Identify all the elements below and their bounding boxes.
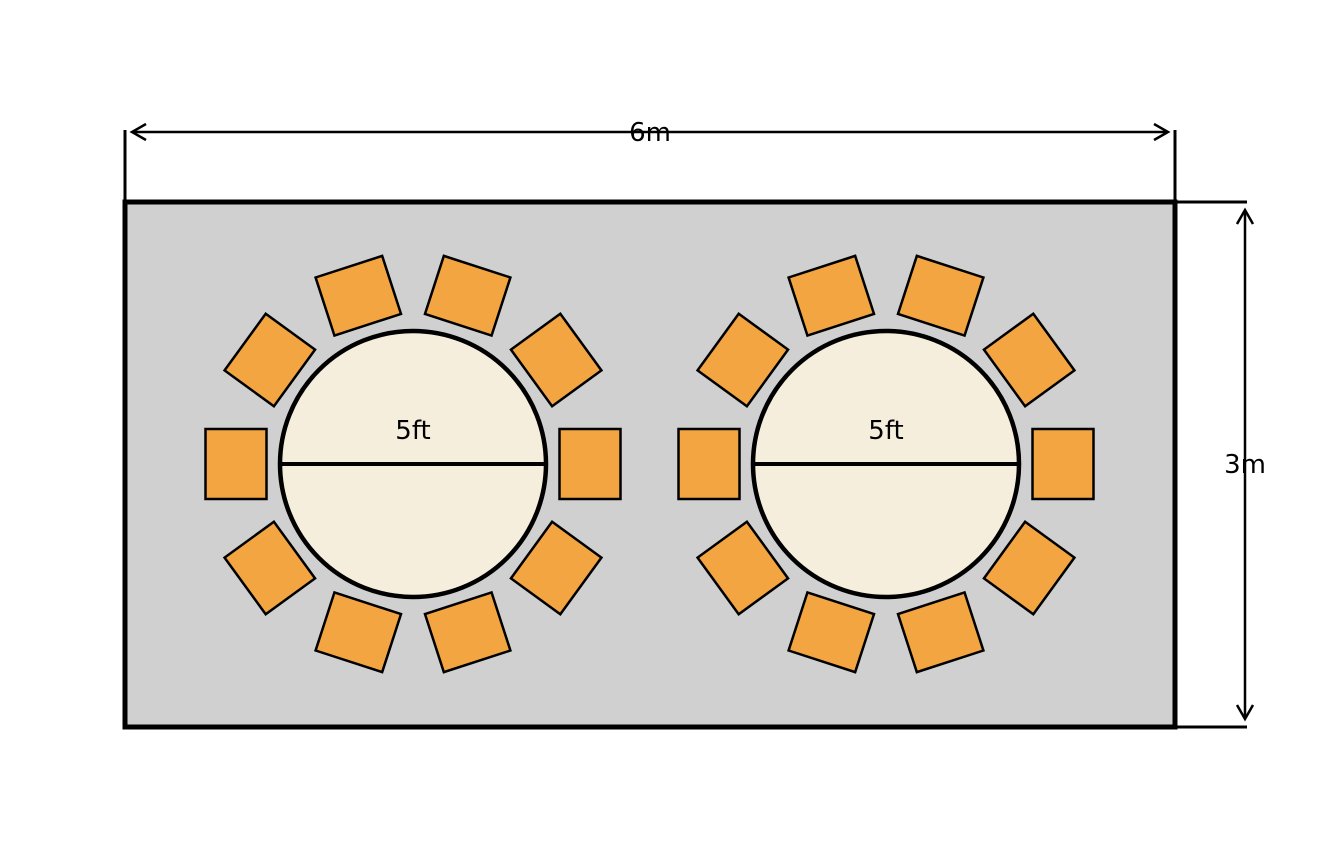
chair: [695, 312, 790, 408]
round-table-group: 5ft: [677, 254, 1095, 674]
chair: [314, 590, 403, 674]
chair: [509, 312, 604, 408]
chair: [1031, 427, 1095, 501]
chair: [314, 254, 403, 338]
width-label: 6m: [629, 118, 671, 148]
chair: [677, 427, 741, 501]
chair: [695, 520, 790, 616]
height-arrowhead-bottom: [1235, 704, 1255, 722]
chair: [222, 312, 317, 408]
chair: [423, 254, 512, 338]
width-dimension: [123, 122, 1177, 202]
chair: [787, 590, 876, 674]
chair: [982, 520, 1077, 616]
chair: [982, 312, 1077, 408]
height-label: 3m: [1224, 450, 1266, 480]
chair: [222, 520, 317, 616]
width-arrowhead-right: [1153, 122, 1171, 142]
chair: [509, 520, 604, 616]
table-diameter-label: 5ft: [868, 416, 903, 446]
chair: [787, 254, 876, 338]
chair: [423, 590, 512, 674]
chair: [896, 590, 985, 674]
height-arrowhead-top: [1235, 207, 1255, 225]
width-arrowhead-left: [129, 122, 147, 142]
tables-layer: 5ft 5ft: [204, 254, 1095, 674]
chair: [204, 427, 268, 501]
table-diameter-label: 5ft: [395, 416, 430, 446]
height-dimension: [1175, 200, 1255, 729]
chair: [896, 254, 985, 338]
chair: [558, 427, 622, 501]
round-table-group: 5ft: [204, 254, 622, 674]
